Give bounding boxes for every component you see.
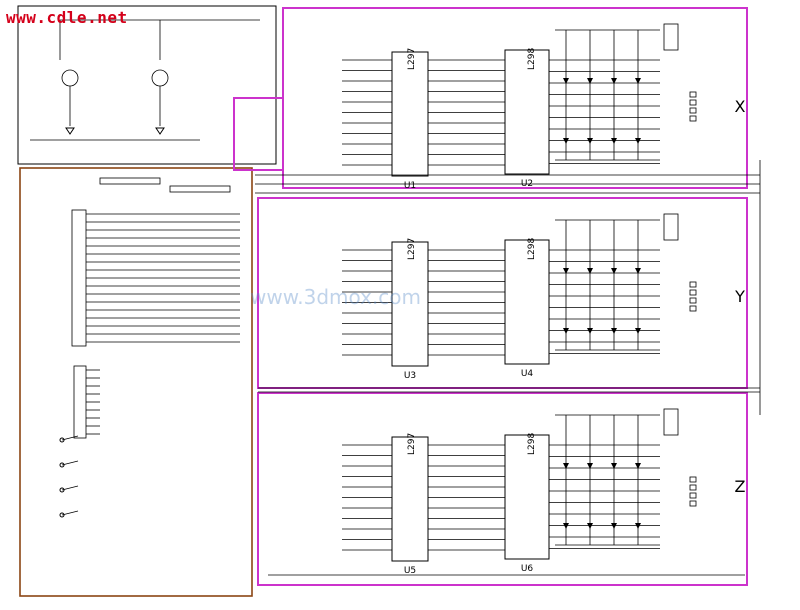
watermark: www.3dmox.com [250, 285, 422, 309]
site-url: www.cdle.net [6, 8, 128, 27]
stepper-connector-pin [689, 115, 697, 122]
stepper-connector-pin [689, 289, 697, 296]
diode-icon [563, 523, 569, 529]
diode-icon [587, 328, 593, 334]
driver-chip-part: L298 [527, 48, 537, 70]
controller-chip-id: U3 [404, 371, 416, 381]
interface-section-frame [19, 167, 253, 597]
led-icon [155, 127, 165, 135]
controller-chip-part: L297 [407, 238, 417, 260]
stepper-connector-pin [689, 305, 697, 312]
molex-connector [663, 213, 679, 241]
switch-lever [61, 510, 79, 516]
axis-x-frame-link [233, 97, 283, 171]
diode-icon [587, 138, 593, 144]
diode-icon [611, 138, 617, 144]
switch-icon [59, 462, 65, 468]
stepper-connector-pin [689, 297, 697, 304]
controller-chip [391, 436, 429, 562]
diode-icon [635, 523, 641, 529]
stepper-connector-pin [689, 492, 697, 499]
diode-icon [587, 78, 593, 84]
led-icon [65, 127, 75, 135]
stepper-connector-pin [689, 99, 697, 106]
stepper-connector-pin [689, 500, 697, 507]
controller-chip-part: L297 [407, 433, 417, 455]
driver-chip-part: L298 [527, 238, 537, 260]
relay-section-frame [17, 5, 277, 165]
diode-icon [563, 78, 569, 84]
diode-icon [587, 463, 593, 469]
diode-icon [563, 328, 569, 334]
db25-connector [71, 209, 87, 347]
driver-chip [504, 49, 550, 175]
stepper-connector-pin [689, 484, 697, 491]
diode-icon [563, 268, 569, 274]
diode-icon [611, 328, 617, 334]
expansion-connector [73, 365, 87, 439]
stepper-connector-pin [689, 107, 697, 114]
diode-icon [587, 523, 593, 529]
controller-chip-part: L297 [407, 48, 417, 70]
diode-icon [563, 138, 569, 144]
switch-lever [61, 435, 79, 441]
controller-chip [391, 241, 429, 367]
diode-icon [635, 463, 641, 469]
diode-icon [635, 78, 641, 84]
diode-icon [611, 78, 617, 84]
molex-connector [663, 23, 679, 51]
switch-lever [61, 460, 79, 466]
diode-icon [611, 523, 617, 529]
driver-chip [504, 239, 550, 365]
switch-icon [59, 437, 65, 443]
controller-chip-id: U5 [404, 566, 416, 576]
diode-icon [611, 463, 617, 469]
driver-chip-id: U4 [521, 369, 534, 379]
transistor-icon [151, 69, 169, 87]
resistor-pack-icon [169, 185, 231, 193]
diode-icon [635, 138, 641, 144]
diode-icon [611, 268, 617, 274]
axis-label: X [735, 97, 746, 116]
axis-label: Y [734, 287, 745, 306]
switch-icon [59, 512, 65, 518]
axis-z-frame [257, 392, 748, 586]
resistor-pack-icon [99, 177, 161, 185]
driver-chip-part: L298 [527, 433, 537, 455]
diode-icon [635, 328, 641, 334]
driver-chip [504, 434, 550, 560]
stepper-connector-pin [689, 476, 697, 483]
diode-icon [587, 268, 593, 274]
switch-lever [61, 485, 79, 491]
switch-icon [59, 487, 65, 493]
controller-chip-id: U1 [404, 181, 416, 191]
controller-chip [391, 51, 429, 177]
stepper-connector-pin [689, 91, 697, 98]
stepper-connector-pin [689, 281, 697, 288]
driver-chip-id: U6 [521, 564, 534, 574]
axis-label: Z [735, 477, 746, 496]
diode-icon [563, 463, 569, 469]
molex-connector [663, 408, 679, 436]
transistor-icon [61, 69, 79, 87]
diode-icon [635, 268, 641, 274]
